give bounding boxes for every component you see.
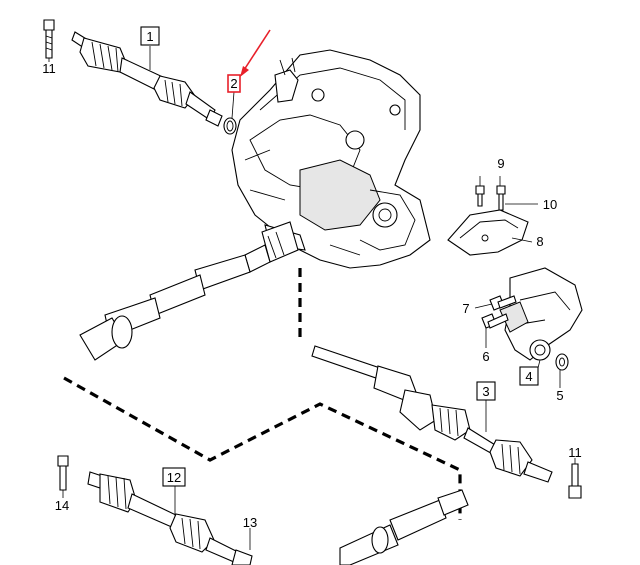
callout-label: 12 [167,470,181,485]
callout-label: 3 [482,384,489,399]
callout-9: 9 [497,156,504,171]
callout-2: 2 [227,74,241,93]
callout-label: 4 [525,369,532,384]
callout-label: 2 [230,76,237,91]
leader-lines [48,46,576,550]
transmission-housing [231,49,431,269]
drive-shaft-12 [87,471,253,565]
callout-10: 10 [543,197,557,212]
bolt-11-top [43,19,55,59]
callout-3: 3 [476,381,496,401]
bearing-bracket-4 [499,267,583,361]
bolt-7 [489,295,517,311]
drive-shaft-1 [71,31,223,127]
callout-6: 6 [482,349,489,364]
heat-shield-8 [447,209,529,256]
intermediate-shaft-lower [339,489,469,565]
bolt-6 [481,313,509,329]
callout-11-right: 11 [568,445,582,460]
washer-5 [555,353,569,371]
callout-7: 7 [462,301,469,316]
highlight-arrow [240,29,271,77]
callout-5: 5 [556,388,563,403]
bolt-14 [57,455,69,491]
callout-1: 1 [140,26,160,46]
callout-label: 1 [146,29,153,44]
callout-4: 4 [519,366,539,386]
callout-12: 12 [162,467,186,487]
seal-ring-2 [223,117,237,135]
nut-9 [475,185,485,207]
nut-10 [496,185,506,211]
drive-shaft-3 [311,345,553,483]
callout-8: 8 [536,234,543,249]
intermediate-shaft [79,221,299,361]
assembly-outline-upper [63,268,462,520]
callout-11-top: 11 [42,61,56,76]
callout-14: 14 [55,498,69,513]
bolt-11-right [568,463,582,499]
callout-13: 13 [243,515,257,530]
